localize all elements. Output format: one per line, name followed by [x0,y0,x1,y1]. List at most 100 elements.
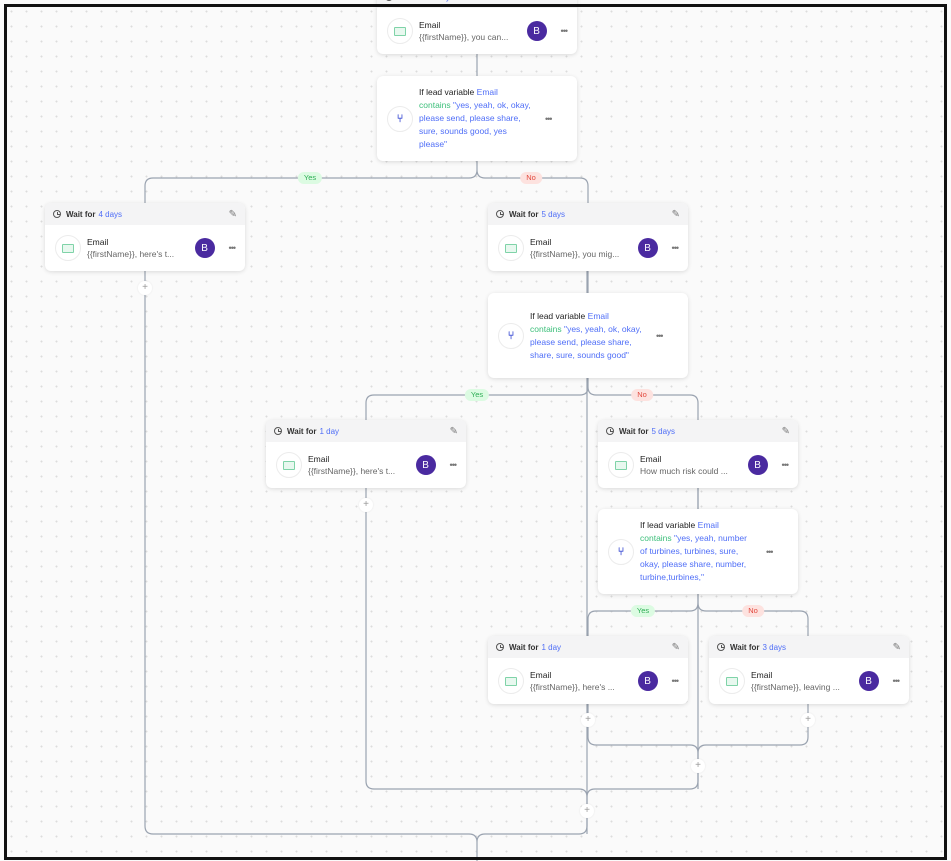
no-branch-label: No [631,389,653,401]
email-step-body[interactable]: Email {{firstName}}, you can... B ••• [377,8,577,54]
condition-step-card[interactable]: ⑂ If lead variable Email contains "yes, y… [377,76,577,161]
envelope-icon [615,460,627,470]
more-options-icon[interactable]: ••• [560,26,569,36]
email-step-body[interactable]: Email {{firstName}}, leaving ... B ••• [709,658,909,704]
edit-icon[interactable]: ✎ [449,425,458,437]
condition-text: If lead variable Email contains "yes, ye… [419,86,531,151]
condition-body[interactable]: ⑂If lead variable Email contains "yes, y… [598,509,798,594]
more-options-icon[interactable]: ••• [449,460,458,470]
sender-avatar[interactable]: B [637,238,658,258]
wait-duration[interactable]: 1 day [319,426,340,436]
sender-avatar[interactable]: B [747,455,768,475]
email-title: Email [751,670,773,680]
add-step-button[interactable]: + [138,281,152,295]
email-step-body[interactable]: Email {{firstName}}, you mig... B ••• [488,225,688,271]
add-step-button[interactable]: + [801,713,815,727]
wait-duration[interactable]: 5 days [651,426,676,436]
edit-icon[interactable]: ✎ [892,641,901,653]
email-icon-wrap [498,668,524,694]
condition-body[interactable]: ⑂If lead variable Email contains "yes, y… [488,293,688,378]
wait-duration[interactable]: 4 days [98,209,123,219]
envelope-icon [505,676,517,686]
email-preview: {{firstName}}, here's t... [87,249,175,259]
branch-icon-wrap: ⑂ [387,105,413,132]
condition-prefix: If lead variable [530,310,586,321]
wait-duration[interactable]: 1 day [541,642,562,652]
condition-variable: Email [476,87,498,97]
more-options-icon[interactable]: ••• [671,676,680,686]
edit-icon[interactable]: ✎ [228,208,237,220]
clock-icon [496,643,504,651]
email-title: Email [419,20,441,30]
email-title: Email [530,237,552,247]
sender-avatar[interactable]: B [415,455,436,475]
more-options-icon[interactable]: ••• [671,243,680,253]
sender-avatar[interactable]: B [526,21,547,41]
more-options-icon[interactable]: ••• [781,460,790,470]
more-options-icon[interactable]: ••• [766,546,774,557]
condition-value: "yes, yeah, number of turbines, turbines… [640,533,747,582]
no-branch-label: No [742,605,764,617]
branch-icon: ⑂ [396,112,404,125]
more-options-icon[interactable]: ••• [228,243,237,253]
clock-icon [717,643,725,651]
email-preview: {{firstName}}, leaving ... [751,682,840,692]
wait-duration[interactable]: 5 days [541,209,566,219]
condition-step-card[interactable]: ⑂If lead variable Email contains "yes, y… [488,293,688,378]
envelope-icon [505,243,517,253]
condition-prefix: If lead variable [640,520,696,530]
email-title: Email [640,454,662,464]
wait-duration[interactable]: 3 days [762,642,787,652]
edit-icon[interactable]: ✎ [671,208,680,220]
sender-avatar[interactable]: B [858,671,879,691]
condition-step-card[interactable]: ⑂If lead variable Email contains "yes, y… [598,509,798,594]
edit-icon[interactable]: ✎ [561,0,569,3]
more-options-icon[interactable]: ••• [545,113,553,124]
add-step-button[interactable]: + [691,759,705,773]
yes-branch-label: Yes [464,389,490,401]
email-preview: {{firstName}}, you can... [419,32,509,42]
wait-duration[interactable]: 1 day [430,0,450,2]
branch-icon-wrap: ⑂ [498,322,524,349]
clock-icon [274,427,282,435]
email-step-body[interactable]: Email{{firstName}}, here's ...B••• [488,658,688,704]
email-icon-wrap [276,452,302,478]
email-title: Email [530,670,552,680]
add-step-button[interactable]: + [580,804,594,818]
email-preview: How much risk could ... [640,466,728,476]
more-options-icon[interactable]: ••• [892,676,901,686]
add-step-button[interactable]: + [581,713,595,727]
more-options-icon[interactable]: ••• [656,330,664,341]
yes-branch-label: Yes [297,172,323,184]
sender-avatar[interactable]: B [637,671,658,691]
edit-icon[interactable]: ✎ [781,425,790,437]
add-step-button[interactable]: + [359,498,373,512]
condition-variable: Email [587,310,609,321]
email-step-body[interactable]: Email{{firstName}}, here's t...B••• [45,225,245,271]
sender-avatar[interactable]: B [194,238,215,258]
wait-label: Wait for [66,209,96,219]
email-title: Email [308,454,330,464]
condition-body[interactable]: ⑂ If lead variable Email contains "yes, y… [377,76,577,161]
envelope-icon [283,460,295,470]
email-preview: {{firstName}}, here's t... [308,466,396,476]
email-preview: {{firstName}}, you mig... [530,249,620,259]
edit-icon[interactable]: ✎ [671,641,680,653]
email-step-body[interactable]: Email {{firstName}}, here's t... B ••• [266,442,466,488]
